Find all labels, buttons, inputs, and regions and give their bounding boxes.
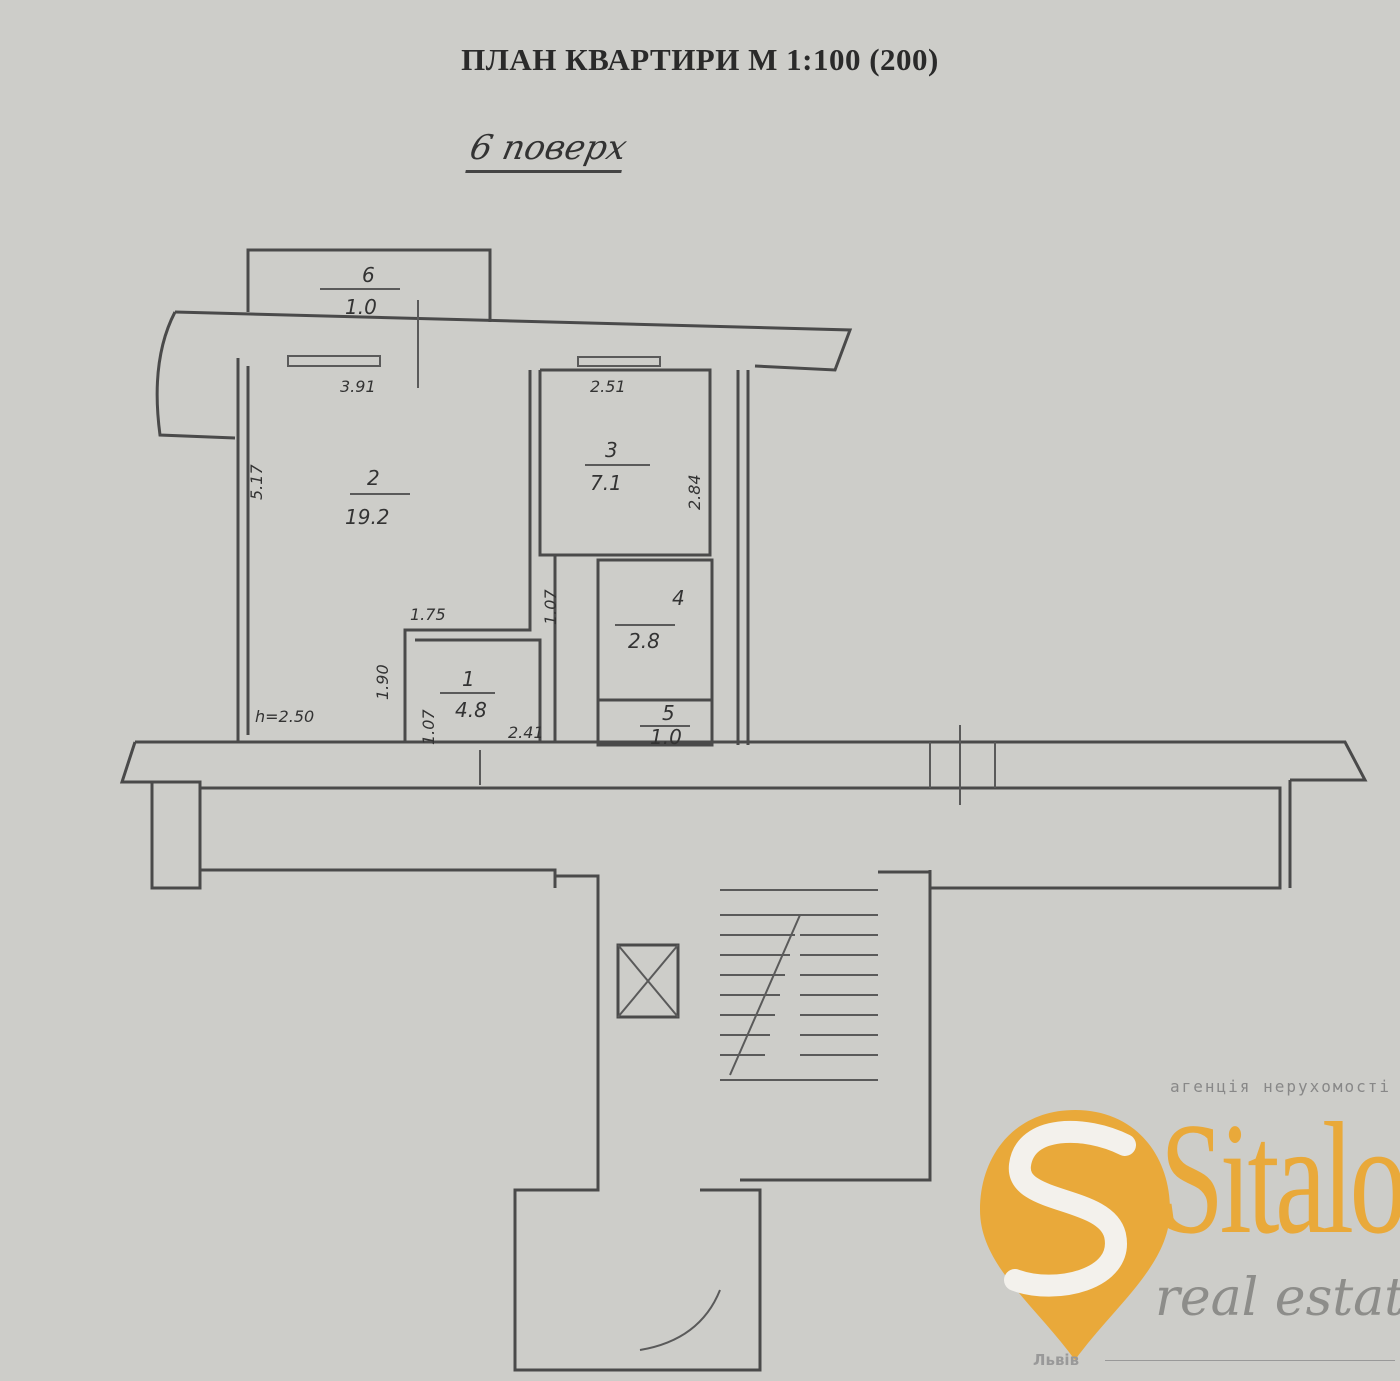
svg-text:4: 4 [672,586,685,610]
logo-divider [1105,1360,1395,1361]
svg-text:1: 1 [462,667,475,691]
svg-text:5: 5 [662,701,675,725]
svg-text:19.2: 19.2 [345,505,390,529]
dim-room2-width: 3.91 [340,377,376,396]
svg-text:1.0: 1.0 [345,295,377,319]
svg-text:1.0: 1.0 [650,725,682,749]
dim-corridor-width: 1.07 [541,589,560,625]
ceiling-height: h=2.50 [255,707,314,726]
plan-title: ПЛАН КВАРТИРИ М 1:100 (200) [461,42,939,77]
logo-city: Львів [1033,1351,1080,1369]
logo-tagline: агенція нерухомості [1170,1077,1392,1096]
logo-name: Sitalo [1160,1103,1400,1253]
svg-text:6: 6 [362,263,375,287]
room-2-label: 2 19.2 [345,466,410,529]
dim-entry-width: 1.07 [419,709,438,745]
dim-room3-width: 2.51 [590,377,626,396]
dim-room3-length: 2.84 [685,474,704,510]
room-3-label: 3 7.1 [585,438,650,495]
svg-text:7.1: 7.1 [590,471,622,495]
dim-hall-depth: 1.90 [373,664,392,700]
svg-text:4.8: 4.8 [455,698,487,722]
apartment-walls [155,300,853,747]
svg-text:2.8: 2.8 [628,629,660,653]
room-5-label: 5 1.0 [640,701,690,749]
map-pin-icon [980,1110,1170,1360]
room-1-label: 1 4.8 [440,667,495,722]
room-6-label: 6 1.0 [320,263,400,319]
svg-text:3: 3 [605,438,618,462]
svg-text:2: 2 [367,466,380,490]
balcony-outline [246,248,492,322]
common-corridor [119,725,1368,890]
logo-subtitle: real estate [1155,1268,1400,1328]
dim-hall-length: 2.41 [508,723,544,742]
dim-hall-width: 1.75 [410,605,446,624]
stairwell [513,870,932,1372]
dim-room2-length: 5.17 [247,464,266,500]
room-4-label: 4 2.8 [615,586,685,653]
agency-logo: агенція нерухомості Sitalo real estate Л… [970,1075,1400,1381]
